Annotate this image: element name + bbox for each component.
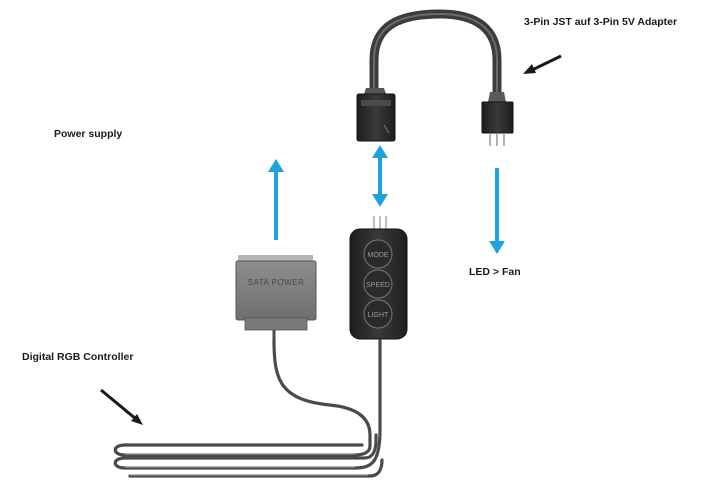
power-supply-label: Power supply [54, 128, 123, 140]
rgb-pointer-arrow [100, 388, 143, 425]
light-button-label: LIGHT [368, 312, 389, 319]
pointer-arrows [100, 54, 562, 425]
fan-3pin-connector [481, 92, 514, 146]
fan-down-arrow [489, 168, 505, 254]
led-fan-label: LED > Fan [469, 266, 521, 278]
rgb-cable-highlight [125, 453, 368, 476]
speed-button[interactable]: SPEED [363, 269, 393, 299]
sata-label: SATA POWER [248, 278, 305, 287]
adapter-pointer-arrow [523, 54, 562, 74]
rgb-controller-label: Digital RGB Controller [22, 351, 134, 363]
flow-arrows [268, 145, 505, 254]
adapter-cable [369, 9, 502, 99]
light-button[interactable]: LIGHT [363, 299, 393, 329]
sata-power-connector: SATA POWER [235, 255, 317, 342]
mode-button[interactable]: MODE [363, 239, 393, 269]
jst-female-connector [356, 88, 396, 142]
adapter-label: 3-Pin JST auf 3-Pin 5V Adapter [524, 16, 678, 28]
controller-adapter-arrow [372, 145, 388, 207]
power-up-arrow [268, 159, 284, 240]
rgb-controller: MODE SPEED LIGHT [349, 216, 408, 352]
mode-button-label: MODE [368, 252, 389, 259]
speed-button-label: SPEED [366, 282, 390, 289]
rgb-cable-loop [113, 338, 384, 478]
